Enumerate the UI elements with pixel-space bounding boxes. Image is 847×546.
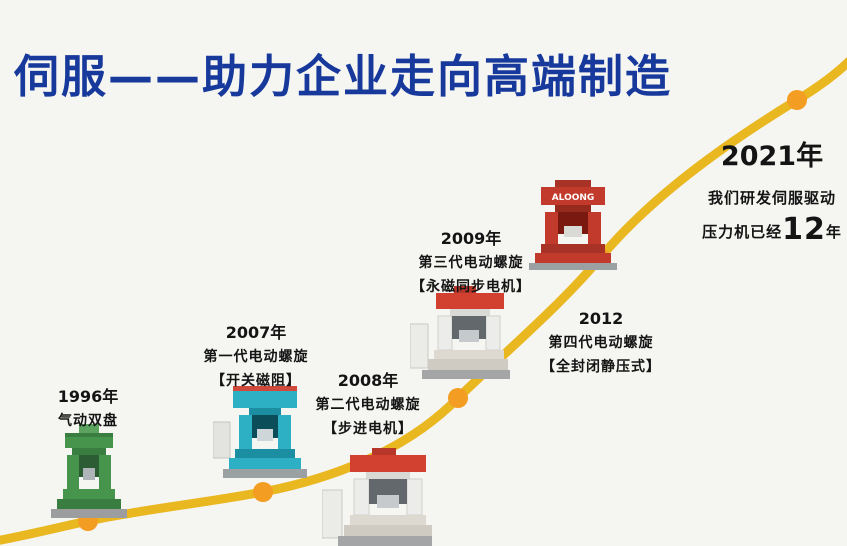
milestone-spec: 【全封闭静压式】 <box>541 359 661 375</box>
milestone-label-2008: 2008年 第二代电动螺旋 【步进电机】 <box>298 368 438 441</box>
press-machine-photo-2009 <box>410 286 510 380</box>
milestone-desc: 第二代电动螺旋 <box>315 397 421 413</box>
milestone-year: 2008年 <box>337 371 399 390</box>
press-machine-photo-1996 <box>48 424 130 518</box>
finale-year: 2021年 <box>720 141 824 172</box>
milestone-desc: 第三代电动螺旋 <box>418 255 524 271</box>
finale-line2: 压力机已经12年 <box>688 214 847 248</box>
page-title: 伺服——助力企业走向高端制造 <box>14 50 673 103</box>
milestone-label-2007: 2007年 第一代电动螺旋 【开关磁阻】 <box>186 320 326 393</box>
press-machine-photo-2007 <box>213 386 313 478</box>
machine-brand-label: ALOONG <box>552 193 595 203</box>
milestone-desc: 第一代电动螺旋 <box>203 349 309 365</box>
milestone-year: 2012 <box>578 309 624 328</box>
milestone-spec: 【永磁同步电机】 <box>411 279 531 295</box>
milestone-label-2012: 2012 第四代电动螺旋 【全封闭静压式】 <box>528 306 674 379</box>
milestone-spec: 【开关磁阻】 <box>211 373 301 389</box>
milestone-marker-2007 <box>253 482 273 502</box>
press-machine-photo-2008 <box>322 448 432 546</box>
milestone-desc: 气动双盘 <box>58 413 118 429</box>
finale-line2-suffix: 年 <box>825 223 842 241</box>
milestone-year: 2009年 <box>440 229 502 248</box>
finale-line1: 我们研发伺服驱动 <box>707 189 836 207</box>
milestone-spec: 【步进电机】 <box>323 421 413 437</box>
milestone-marker-2021 <box>787 90 807 110</box>
finale-line2-prefix: 压力机已经 <box>702 223 783 241</box>
milestone-desc: 第四代电动螺旋 <box>548 335 654 351</box>
milestone-year: 1996年 <box>57 387 119 406</box>
milestone-year: 2007年 <box>225 323 287 342</box>
milestone-marker-2008 <box>448 388 468 408</box>
milestone-label-2009: 2009年 第三代电动螺旋 【永磁同步电机】 <box>398 226 544 299</box>
press-machine-photo-2012: ALOONG <box>527 180 619 270</box>
milestone-label-1996: 1996年 气动双盘 <box>28 384 148 433</box>
finale-block-2021: 2021年 我们研发伺服驱动 压力机已经12年 <box>688 140 847 248</box>
finale-years-count: 12 <box>782 212 826 247</box>
